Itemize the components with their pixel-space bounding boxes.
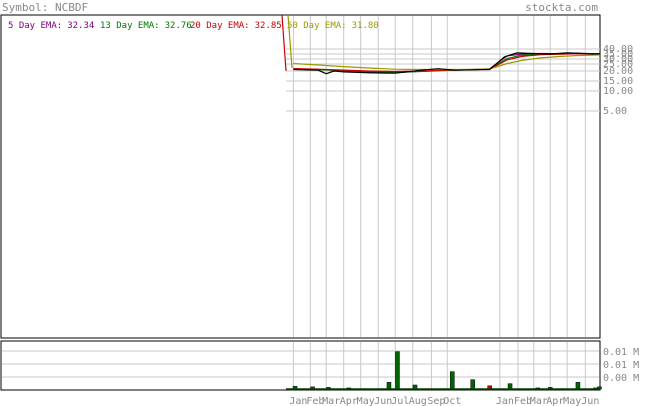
legend-label: 13 Day EMA: (100, 21, 160, 31)
legend-label: 5 Day EMA: (8, 21, 62, 31)
x-tick-label: May (357, 396, 375, 406)
series-entry-segment (287, 14, 293, 69)
volume-bar (575, 382, 581, 390)
x-tick-label: Feb (306, 396, 324, 406)
x-tick-label: Mar (322, 396, 340, 406)
volume-bars (286, 351, 602, 390)
x-tick-label: Oct (443, 396, 461, 406)
legend-item: 13 Day EMA: 32.76 (100, 21, 192, 31)
price-tick-label: 10.00 (603, 86, 633, 97)
volume-bar (597, 386, 602, 390)
price-tick-label: 40.00 (603, 44, 633, 55)
legend-item: 50 Day EMA: 31.80 (287, 21, 379, 31)
volume-bar (395, 351, 400, 390)
x-tick-label: Jul (391, 396, 409, 406)
volume-bar (470, 379, 475, 390)
symbol-label: Symbol: NCBDF (2, 1, 88, 14)
x-tick-label: Jan (289, 396, 307, 406)
price-tick-label: 25.00 (603, 59, 633, 70)
x-tick-label: Jun (374, 396, 392, 406)
x-tick-label: Apr (340, 396, 358, 406)
volume-bar (507, 383, 513, 390)
volume-axis: 0.01 M 0.01 M 0.00 M (603, 347, 639, 384)
legend-value: 31.80 (352, 21, 379, 31)
legend-label: 50 Day EMA: (287, 21, 347, 31)
price-tick-label: 30.00 (603, 54, 633, 65)
volume-bar (450, 371, 455, 390)
legend-item: 5 Day EMA: 32.34 (8, 21, 94, 31)
series-layer (281, 14, 601, 75)
x-tick-label: Feb (514, 396, 532, 406)
volume-panel: 0.01 M 0.01 M 0.00 M (0, 340, 639, 391)
volume-tick-label: 0.01 M (603, 360, 639, 371)
x-tick-label: Aug (409, 396, 427, 406)
legend-value: 32.85 (255, 21, 282, 31)
price-tick-label: 5.00 (603, 106, 627, 117)
x-tick-label: Sep (427, 396, 445, 406)
x-tick-label: May (563, 396, 581, 406)
volume-tick-label: 0.01 M (603, 347, 639, 358)
legend-label: 20 Day EMA: (190, 21, 250, 31)
series-entry-segment (281, 14, 287, 72)
series-line-4 (293, 52, 601, 75)
legend-value: 32.76 (165, 21, 192, 31)
price-tick-label: 15.00 (603, 76, 633, 87)
price-tick-label: 20.00 (603, 66, 633, 77)
legend-item: 20 Day EMA: 32.85 (190, 21, 282, 31)
x-tick-label: Jan (496, 396, 514, 406)
volume-tick-label: 0.00 M (603, 373, 639, 384)
volume-bar (386, 382, 392, 390)
volume-panel-frame (0, 340, 601, 391)
site-name[interactable]: stockta.com (525, 1, 598, 14)
x-tick-label: Jun (581, 396, 599, 406)
price-tick-label: 35.00 (603, 49, 633, 60)
legend-value: 32.34 (67, 21, 94, 31)
x-tick-label: Mar (530, 396, 548, 406)
volume-grid (2, 342, 599, 389)
x-tick-label: Apr (546, 396, 564, 406)
